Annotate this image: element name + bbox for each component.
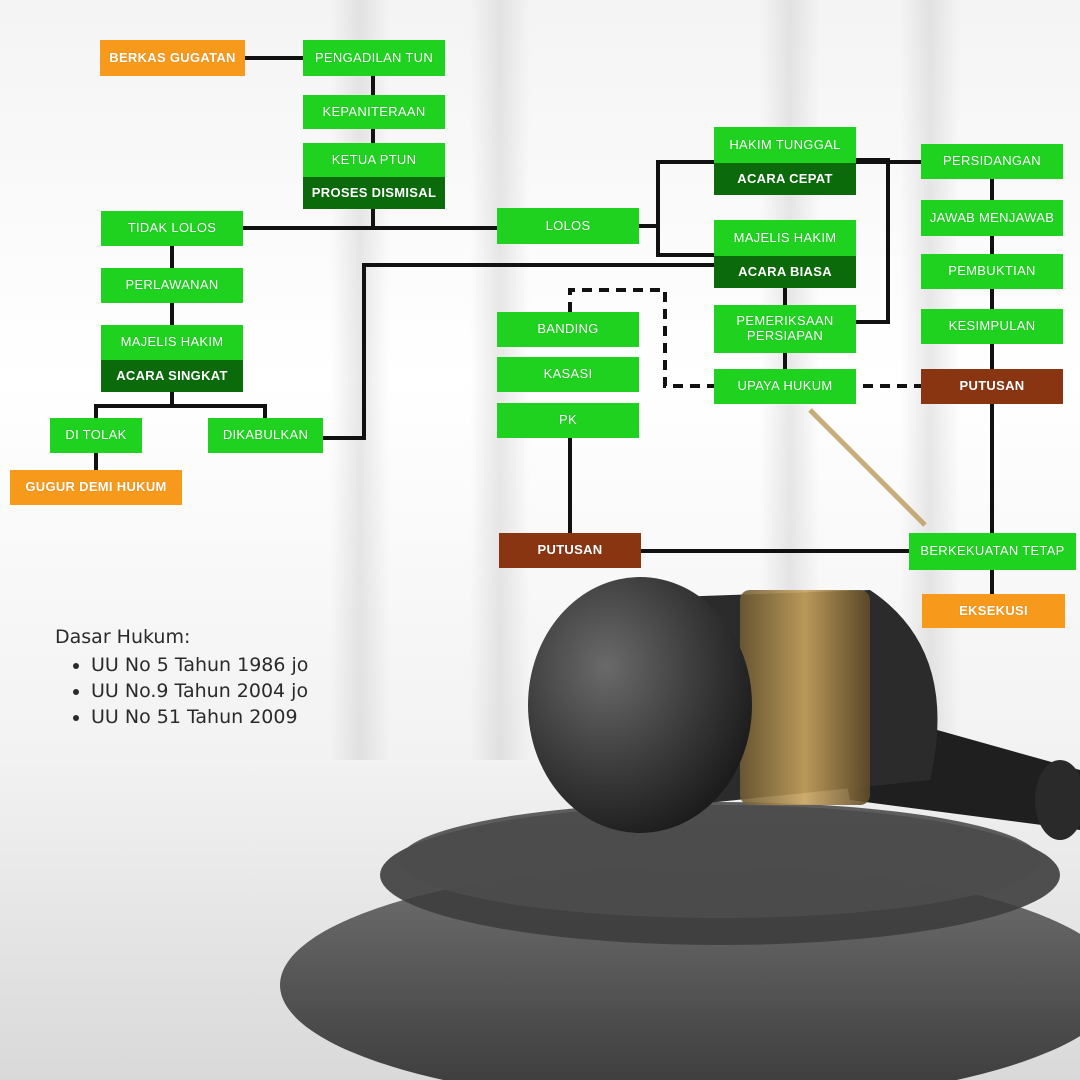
node-berkas-gugatan: BERKAS GUGATAN bbox=[100, 40, 245, 76]
node-pemeriksaan-persiapan: PEMERIKSAAN PERSIAPAN bbox=[714, 305, 856, 353]
legal-basis-item: UU No 51 Tahun 2009 bbox=[91, 706, 308, 728]
node-lolos: LOLOS bbox=[497, 208, 639, 244]
node-perlawanan: PERLAWANAN bbox=[101, 268, 243, 303]
node-eksekusi: EKSEKUSI bbox=[922, 594, 1065, 628]
legal-basis-item: UU No.9 Tahun 2004 jo bbox=[91, 680, 308, 702]
node-persidangan: PERSIDANGAN bbox=[921, 144, 1063, 179]
node-acara-cepat: ACARA CEPAT bbox=[714, 163, 856, 195]
node-majelis-hakim-singkat: MAJELIS HAKIM bbox=[101, 325, 243, 360]
node-kesimpulan: KESIMPULAN bbox=[921, 309, 1063, 344]
node-gugur-demi-hukum: GUGUR DEMI HUKUM bbox=[10, 470, 182, 505]
node-pk: PK bbox=[497, 403, 639, 438]
node-banding: BANDING bbox=[497, 312, 639, 347]
node-proses-dismisal: PROSES DISMISAL bbox=[303, 177, 445, 209]
node-pengadilan-tun: PENGADILAN TUN bbox=[303, 40, 445, 76]
node-kasasi: KASASI bbox=[497, 357, 639, 392]
node-putusan-bawah: PUTUSAN bbox=[499, 533, 641, 568]
node-pembuktian: PEMBUKTIAN bbox=[921, 254, 1063, 289]
node-dikabulkan: DIKABULKAN bbox=[208, 418, 323, 453]
node-jawab-menjawab: JAWAB MENJAWAB bbox=[921, 200, 1063, 236]
node-ketua-ptun: KETUA PTUN bbox=[303, 143, 445, 177]
node-majelis-hakim-biasa: MAJELIS HAKIM bbox=[714, 220, 856, 256]
node-tidak-lolos: TIDAK LOLOS bbox=[101, 211, 243, 246]
node-putusan-kanan: PUTUSAN bbox=[921, 369, 1063, 404]
node-hakim-tunggal: HAKIM TUNGGAL bbox=[714, 127, 856, 163]
node-upaya-hukum: UPAYA HUKUM bbox=[714, 369, 856, 404]
legal-basis: Dasar Hukum: UU No 5 Tahun 1986 jo UU No… bbox=[55, 626, 308, 732]
legal-basis-list: UU No 5 Tahun 1986 jo UU No.9 Tahun 2004… bbox=[55, 654, 308, 728]
node-acara-singkat: ACARA SINGKAT bbox=[101, 360, 243, 392]
legal-basis-heading: Dasar Hukum: bbox=[55, 626, 191, 648]
node-acara-biasa: ACARA BIASA bbox=[714, 256, 856, 288]
node-kepaniteraan: KEPANITERAAN bbox=[303, 95, 445, 129]
legal-basis-item: UU No 5 Tahun 1986 jo bbox=[91, 654, 308, 676]
node-di-tolak: DI TOLAK bbox=[50, 418, 142, 453]
node-berkekuatan-tetap: BERKEKUATAN TETAP bbox=[909, 533, 1076, 570]
